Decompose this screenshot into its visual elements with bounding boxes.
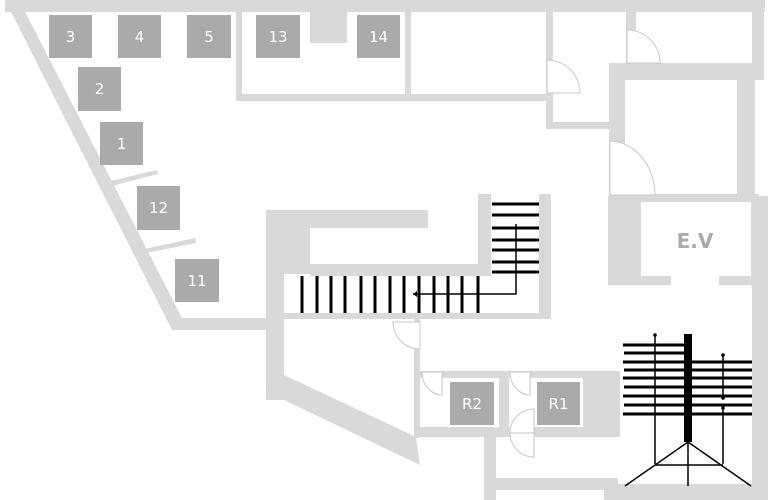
wall [236, 94, 548, 101]
door-icon [509, 371, 531, 396]
slot-5[interactable]: 5 [187, 15, 231, 58]
slot-r2[interactable]: R2 [450, 382, 494, 425]
door-icon [509, 408, 535, 434]
wall [609, 194, 759, 202]
wall [236, 0, 242, 100]
wall [546, 122, 610, 129]
elevator[interactable]: E.V [677, 229, 714, 253]
slot-13[interactable]: 13 [256, 15, 300, 58]
slot-12[interactable]: 12 [137, 186, 180, 230]
slot-11[interactable]: 11 [175, 259, 219, 302]
door-icon [509, 432, 535, 458]
door-icon [392, 321, 421, 350]
slot-1[interactable]: 1 [100, 122, 143, 165]
wall [310, 0, 347, 43]
wall [144, 238, 196, 253]
wall [5, 0, 182, 330]
wall [405, 0, 411, 100]
wall [608, 196, 641, 284]
doors [392, 29, 661, 458]
door-icon [546, 59, 581, 94]
wall [484, 478, 618, 490]
wall [752, 276, 768, 500]
wall [583, 371, 620, 437]
wall [106, 170, 158, 187]
wall [609, 63, 764, 80]
wall [310, 264, 490, 276]
wall [266, 375, 420, 465]
wall [752, 0, 764, 76]
wall [282, 313, 551, 319]
door-icon [421, 371, 443, 396]
door-icon [626, 29, 661, 64]
slot-r1[interactable]: R1 [537, 382, 580, 425]
slot-4[interactable]: 4 [118, 15, 161, 58]
wall [737, 76, 755, 202]
wall [751, 196, 768, 286]
wall [604, 484, 768, 500]
slot-3[interactable]: 3 [49, 15, 92, 58]
wall [608, 276, 671, 285]
wall [5, 0, 765, 12]
slot-2[interactable]: 2 [78, 67, 121, 111]
door-icon [609, 140, 656, 196]
slot-14[interactable]: 14 [357, 15, 400, 58]
wall [478, 194, 491, 276]
elevator-label: E.V [677, 229, 714, 253]
wall [719, 276, 768, 285]
wall [499, 371, 509, 437]
wall [172, 318, 282, 330]
wall [539, 194, 551, 318]
wall [266, 210, 284, 400]
staircase-icon [300, 202, 539, 313]
escalator-stairs-icon [623, 333, 752, 487]
